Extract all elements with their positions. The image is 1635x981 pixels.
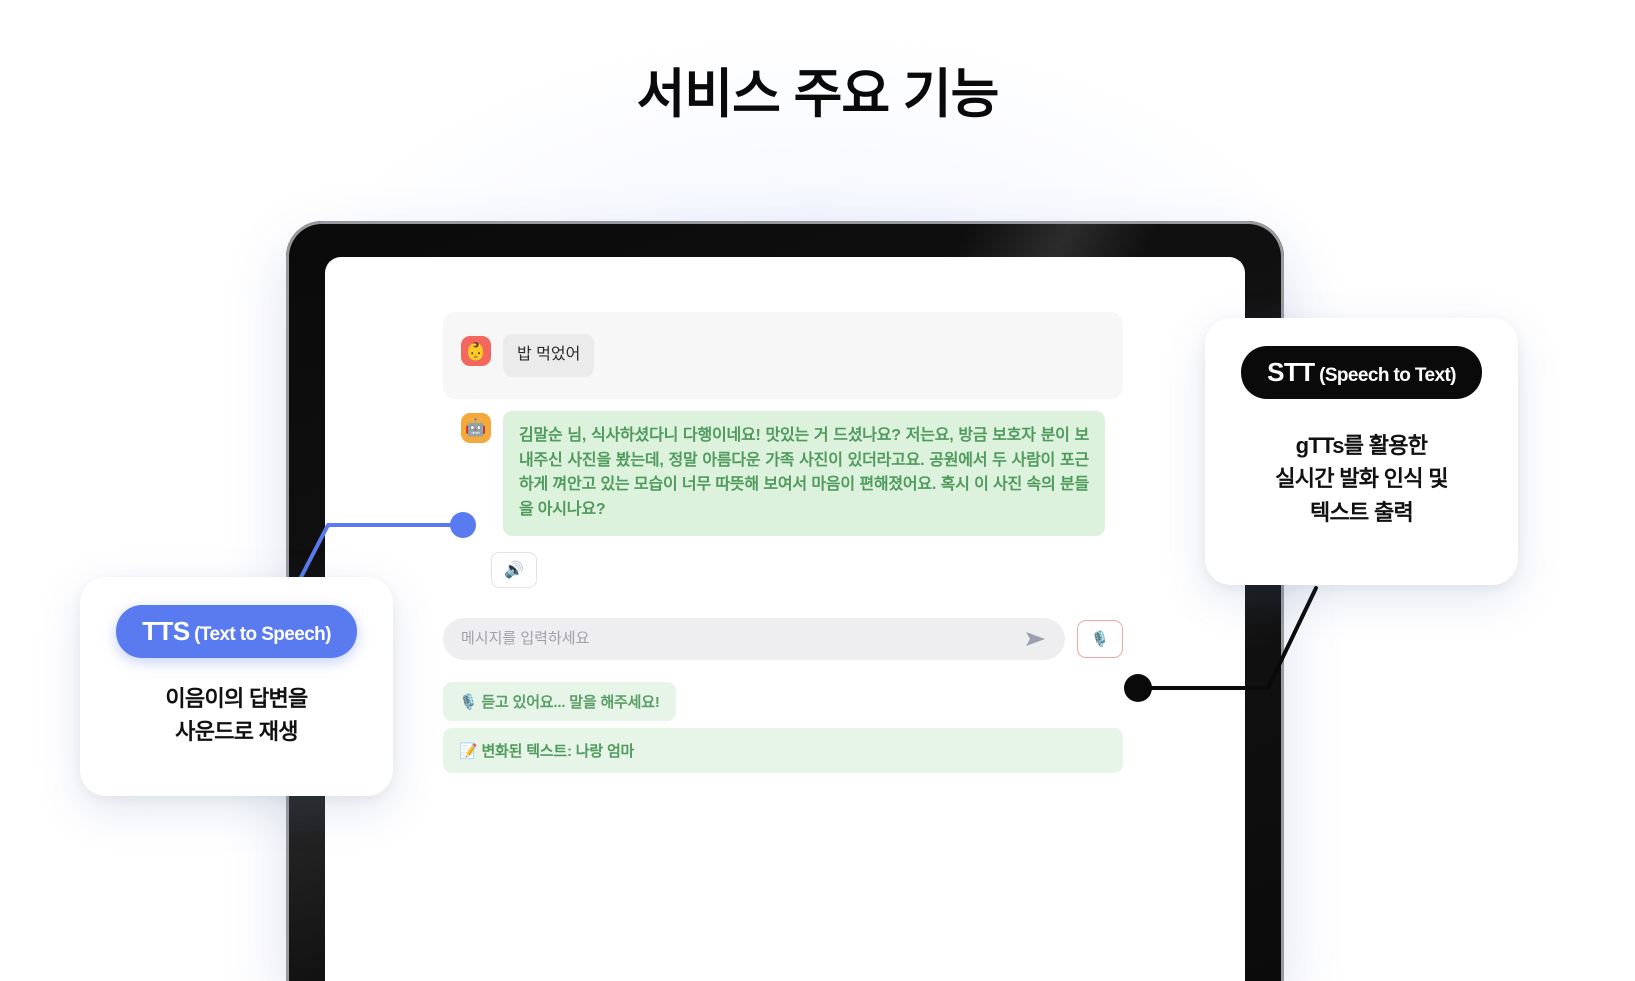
chat-panel: 👶 밥 먹었어 🤖 김말순 님, 식사하셨다니 다행이네요! 맛있는 거 드셨나…: [443, 312, 1123, 773]
tablet-device: 👶 밥 먹었어 🤖 김말순 님, 식사하셨다니 다행이네요! 맛있는 거 드셨나…: [286, 221, 1284, 981]
microphone-button[interactable]: 🎙️: [1077, 619, 1123, 658]
stt-badge-main: STT: [1267, 357, 1315, 387]
stt-badge-sub: (Speech to Text): [1319, 365, 1456, 386]
page-title: 서비스 주요 기능: [636, 65, 1000, 124]
stt-description: gTTs를 활용한 실시간 발화 인식 및 텍스트 출력: [1225, 429, 1498, 529]
tts-badge: TTS (Text to Speech): [116, 605, 357, 658]
microphone-icon: 🎙️: [1090, 630, 1110, 648]
tts-badge-sub: (Text to Speech): [194, 624, 331, 645]
stt-description-line-2: 실시간 발화 인식 및: [1275, 466, 1448, 492]
speaker-icon-button[interactable]: 🔊: [491, 551, 537, 588]
stt-description-line-3: 텍스트 출력: [1309, 499, 1414, 525]
callout-card-stt: STT (Speech to Text) gTTs를 활용한 실시간 발화 인식…: [1205, 318, 1518, 585]
stt-description-line-1: gTTs를 활용한: [1295, 433, 1428, 458]
tts-description-line-1: 이음이의 답변을: [165, 686, 308, 711]
tts-description-line-2: 사운드로 재생: [175, 719, 298, 745]
tts-badge-main: TTS: [142, 616, 190, 646]
chat-message-user: 👶 밥 먹었어: [443, 312, 1123, 399]
stt-badge: STT (Speech to Text): [1241, 346, 1482, 399]
status-listening: 🎙️ 듣고 있어요... 말을 해주세요!: [443, 681, 676, 721]
bot-message-bubble: 김말순 님, 식사하셨다니 다행이네요! 맛있는 거 드셨나요? 저는요, 방금…: [503, 410, 1105, 536]
status-converted-text: 📝 변화된 텍스트: 나랑 엄마: [443, 727, 1123, 773]
message-input-wrap[interactable]: [443, 617, 1065, 660]
chat-message-bot: 🤖 김말순 님, 식사하셨다니 다행이네요! 맛있는 거 드셨나요? 저는요, …: [443, 399, 1123, 536]
user-message-bubble: 밥 먹었어: [503, 334, 595, 377]
callout-card-tts: TTS (Text to Speech) 이음이의 답변을 사운드로 재생: [80, 577, 393, 796]
speaker-icon: 🔊: [504, 561, 524, 579]
send-arrow-icon[interactable]: [1023, 628, 1049, 650]
message-input[interactable]: [459, 629, 1023, 649]
robot-icon: 🤖: [461, 412, 491, 443]
message-composer: 🎙️: [443, 617, 1123, 660]
baby-face-icon: 👶: [461, 336, 491, 366]
tablet-screen: 👶 밥 먹었어 🤖 김말순 님, 식사하셨다니 다행이네요! 맛있는 거 드셨나…: [325, 257, 1245, 981]
tts-description: 이음이의 답변을 사운드로 재생: [100, 682, 373, 749]
